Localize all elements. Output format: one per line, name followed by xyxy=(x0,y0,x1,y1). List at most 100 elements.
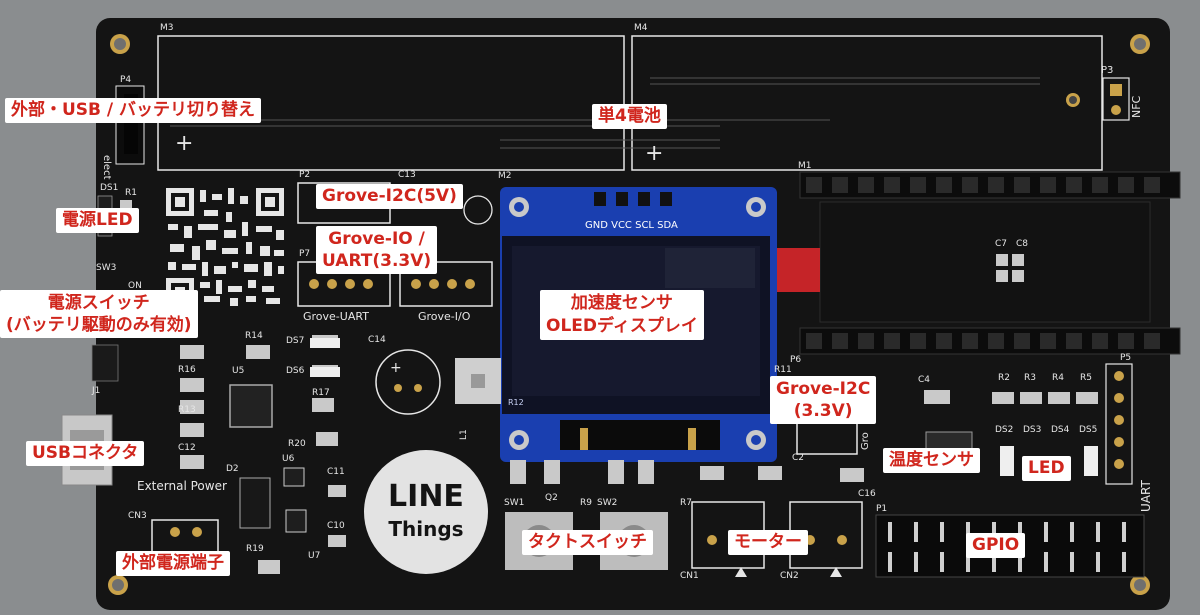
silk-r3: R3 xyxy=(1024,373,1036,383)
silk-j1: J1 xyxy=(91,386,100,396)
silk-external-power: External Power xyxy=(137,479,227,493)
silk-cn2: CN2 xyxy=(780,571,799,581)
silk-c7: C7 xyxy=(995,239,1007,249)
silk-ds6: DS6 xyxy=(286,366,305,376)
silk-ds3: DS3 xyxy=(1023,425,1041,435)
grove-pads xyxy=(309,279,475,289)
silk-u5: U5 xyxy=(232,366,244,376)
silk-r1: R1 xyxy=(125,188,137,198)
callout-usb-connector: USBコネクタ xyxy=(26,441,145,466)
silk-p1: P1 xyxy=(876,504,887,514)
logo-things: Things xyxy=(388,517,463,541)
callout-power-led: 電源LED xyxy=(56,208,139,233)
silk-p4: P4 xyxy=(120,75,131,85)
silk-p7: P7 xyxy=(299,249,310,259)
callout-tact-switch: タクトスイッチ xyxy=(522,530,653,555)
silk-u6: U6 xyxy=(282,454,295,464)
silk-r9: R9 xyxy=(580,498,592,508)
silk-l1: L1 xyxy=(459,429,469,440)
silk-ds2: DS2 xyxy=(995,425,1013,435)
callout-accel-oled-line2: OLEDディスプレイ xyxy=(546,316,698,336)
silk-q2: Q2 xyxy=(545,493,558,503)
silk-ds4: DS4 xyxy=(1051,425,1070,435)
callout-temp-sensor: 温度センサ xyxy=(883,448,980,473)
right-resistors xyxy=(924,390,1098,404)
silk-select: elect xyxy=(101,155,112,180)
silk-m3: M3 xyxy=(160,23,174,33)
silk-nfc: NFC xyxy=(1130,95,1143,118)
callout-power-switch-line2: (バッテリ駆動のみ有効) xyxy=(6,315,192,335)
u5-chip xyxy=(229,384,273,428)
c14-outline xyxy=(375,349,441,415)
power-switch-body xyxy=(91,344,119,382)
oled-pin-labels: GND VCC SCL SDA xyxy=(585,220,678,231)
silk-c4: C4 xyxy=(918,375,930,385)
silk-c2: C2 xyxy=(792,453,804,463)
silk-p5: P5 xyxy=(1120,353,1131,363)
silk-r12: R12 xyxy=(508,398,524,407)
silk-r17: R17 xyxy=(312,388,330,398)
silk-r13: R13 xyxy=(178,405,196,415)
silk-r4: R4 xyxy=(1052,373,1064,383)
silk-on: ON xyxy=(128,281,142,291)
callout-grove-i2c-5v: Grove-I2C(5V) xyxy=(316,184,463,209)
c7-c8-pads xyxy=(996,254,1024,282)
silk-r11: R11 xyxy=(774,365,792,375)
silk-r7: R7 xyxy=(680,498,692,508)
line-things-logo: LINE Things xyxy=(364,450,488,574)
silk-grove-uart: Grove-UART xyxy=(303,310,369,323)
callout-grove-io-uart-line1: Grove-IO / xyxy=(328,229,425,249)
callout-power-switch-line1: 電源スイッチ xyxy=(47,293,150,313)
silk-gro: Gro xyxy=(860,432,871,450)
callout-grove-i2c-33v-line1: Grove-I2C xyxy=(776,379,871,399)
silk-m4: M4 xyxy=(634,23,648,33)
silk-ds7: DS7 xyxy=(286,336,304,346)
callout-motor: モーター xyxy=(728,530,808,555)
silk-grove-io: Grove-I/O xyxy=(418,310,471,323)
female-header-top xyxy=(799,171,1181,199)
silk-p3: P3 xyxy=(1101,65,1113,76)
silk-uart: UART xyxy=(1139,480,1153,512)
silk-sw3: SW3 xyxy=(96,263,116,273)
silk-c12: C12 xyxy=(178,443,196,453)
silk-ds5: DS5 xyxy=(1079,425,1097,435)
svg-text:+: + xyxy=(645,141,663,166)
silk-cn1: CN1 xyxy=(680,571,699,581)
silk-p2: P2 xyxy=(299,170,310,180)
callout-gpio: GPIO xyxy=(966,533,1026,558)
callout-led: LED xyxy=(1022,456,1071,481)
silk-u7: U7 xyxy=(308,551,320,561)
ds6-ds7-leds xyxy=(310,338,340,377)
uart-header xyxy=(1105,363,1133,485)
mounting-holes xyxy=(108,34,1150,595)
svg-text:+: + xyxy=(175,131,193,156)
silk-sw2: SW2 xyxy=(597,498,617,508)
callout-power-switch: 電源スイッチ (バッテリ駆動のみ有効) xyxy=(0,290,198,338)
silk-c8: C8 xyxy=(1016,239,1028,249)
silk-c16: C16 xyxy=(858,489,876,499)
female-header-bottom xyxy=(799,327,1181,355)
silk-c14: C14 xyxy=(368,335,386,345)
silk-c10: C10 xyxy=(327,521,345,531)
callout-accel-oled-line1: 加速度センサ xyxy=(570,293,673,313)
svg-text:+: + xyxy=(390,360,402,376)
silk-d2: D2 xyxy=(226,464,239,474)
silk-m1: M1 xyxy=(798,161,812,171)
silk-c13: C13 xyxy=(398,170,416,180)
logo-line: LINE xyxy=(388,479,464,514)
callout-grove-io-uart-line2: UART(3.3V) xyxy=(322,251,432,271)
silk-sw1: SW1 xyxy=(504,498,524,508)
callout-grove-io-uart: Grove-IO / UART(3.3V) xyxy=(316,226,438,274)
silk-ds1: DS1 xyxy=(100,183,118,193)
silk-c11: C11 xyxy=(327,467,345,477)
silk-r14: R14 xyxy=(245,331,263,341)
silk-cn3: CN3 xyxy=(128,511,147,521)
silk-m2: M2 xyxy=(498,171,512,181)
callout-external-power-terminal: 外部電源端子 xyxy=(116,551,230,576)
qr-code xyxy=(163,185,287,309)
silk-r5: R5 xyxy=(1080,373,1092,383)
silk-p6: P6 xyxy=(790,355,801,365)
callout-grove-i2c-33v-line2: (3.3V) xyxy=(793,401,853,421)
silk-r20: R20 xyxy=(288,439,306,449)
protective-film xyxy=(775,248,820,292)
